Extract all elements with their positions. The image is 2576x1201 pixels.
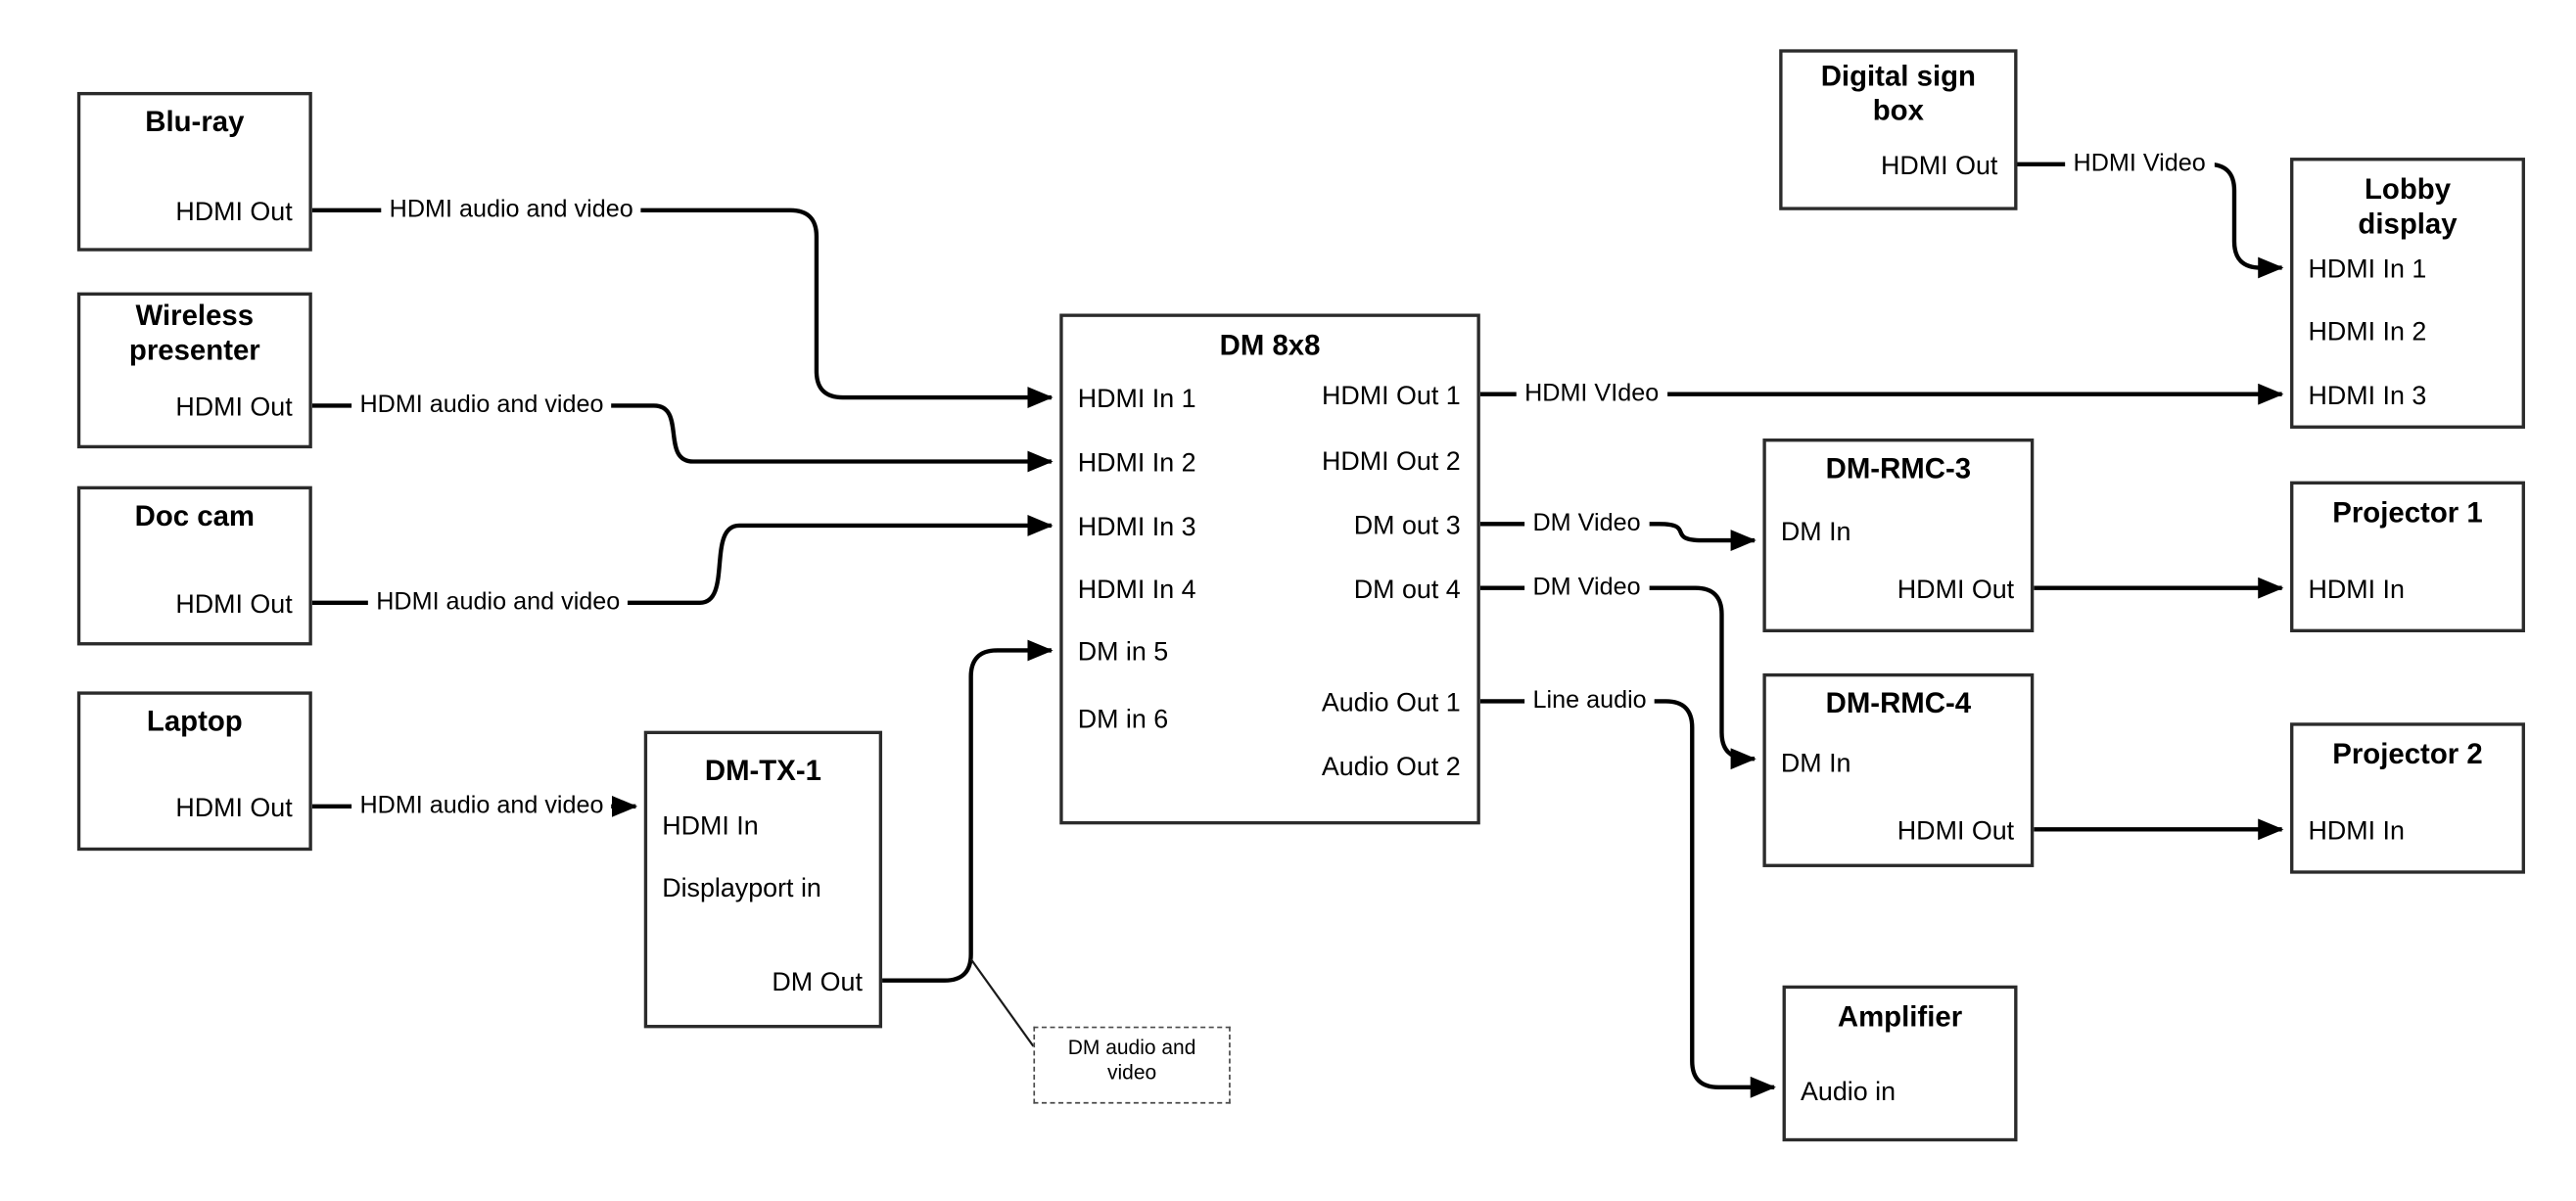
connector-doccam-to-dm8x8-in3 [311,515,1054,605]
connector-dm8x8-out3-to-rmc3 [1479,522,1756,551]
port-hdmi-out: HDMI Out [1897,576,2015,605]
edge-label-hdmi-audio-video-wireless: HDMI audio and video [351,389,612,423]
port-dm-in: DM In [1780,750,1851,779]
edge-label-dm-video-out4: DM Video [1524,571,1649,605]
port-hdmi-out-2: HDMI Out 2 [1321,448,1461,477]
port-hdmi-in-2: HDMI In 2 [1077,449,1196,479]
port-dm-in-5: DM in 5 [1077,638,1169,668]
port-hdmi-out: HDMI Out [175,591,293,620]
node-title: Doc cam [134,499,256,532]
node-title: Wireless presenter [128,299,260,367]
node-title: Lobby display [2358,172,2458,240]
node-dm-8x8: DM 8x8 HDMI In 1 HDMI In 2 HDMI In 3 HDM… [1059,313,1480,825]
port-dm-out: DM Out [772,968,863,997]
edge-label-dm-video-out3: DM Video [1524,507,1649,541]
port-hdmi-in-1: HDMI In 1 [1077,386,1196,414]
port-hdmi-in-3: HDMI In 3 [2308,382,2427,411]
node-title: Blu-ray [145,105,245,138]
port-displayport-in: Displayport in [662,875,821,903]
port-hdmi-out-1: HDMI Out 1 [1321,382,1461,411]
node-title: DM 8x8 [1219,328,1321,362]
node-doc-cam: Doc cam HDMI Out [76,485,312,646]
port-dm-out-4: DM out 4 [1353,576,1461,605]
port-audio-out-2: Audio Out 2 [1321,754,1461,782]
port-dm-in: DM In [1780,519,1851,547]
node-title: Digital sign box [1820,59,1976,127]
port-hdmi-in: HDMI In [2308,576,2405,605]
node-title: Laptop [146,704,243,738]
node-title: DM-TX-1 [704,754,821,787]
edge-label-line-audio: Line audio [1524,684,1656,718]
connector-bluray-to-dm8x8-in1 [311,208,1054,408]
port-hdmi-in-1: HDMI In 1 [2308,255,2427,285]
edge-label-hdmi-audio-video-doccam: HDMI audio and video [367,586,629,620]
node-digital-sign-box: Digital sign box HDMI Out [1779,49,2018,210]
node-title: DM-RMC-4 [1825,686,1972,719]
port-audio-in: Audio in [1801,1079,1897,1107]
node-wireless-presenter: Wireless presenter HDMI Out [76,292,312,449]
node-title: Projector 1 [2332,495,2483,530]
port-hdmi-in: HDMI In [2308,817,2405,847]
port-hdmi-out: HDMI Out [175,795,293,823]
edge-label-hdmi-audio-video-laptop: HDMI audio and video [351,790,612,823]
node-title: DM-RMC-3 [1825,451,1972,485]
node-lobby-display: Lobby display HDMI In 1 HDMI In 2 HDMI I… [2290,158,2525,429]
node-dm-rmc-3: DM-RMC-3 DM In HDMI Out [1762,439,2035,633]
port-hdmi-out: HDMI Out [175,393,293,423]
port-hdmi-in-4: HDMI In 4 [1077,576,1196,605]
node-projector-1: Projector 1 HDMI In [2290,481,2525,633]
edge-label-hdmi-video-out1: HDMI VIdeo [1516,377,1667,411]
connector-dm8x8-out4-to-rmc4 [1479,585,1756,770]
node-projector-2: Projector 2 HDMI In [2290,722,2525,874]
port-audio-out-1: Audio Out 1 [1321,689,1461,718]
node-laptop: Laptop HDMI Out [76,691,312,852]
connector-dmtx1-to-dm8x8-in5 [882,639,1054,983]
node-dm-tx-1: DM-TX-1 HDMI In Displayport in DM Out [643,730,883,1029]
port-hdmi-in-3: HDMI In 3 [1077,514,1196,542]
port-hdmi-out: HDMI Out [1881,153,1998,181]
connector-digitalsign-to-lobby-in1 [2017,162,2284,279]
connector-dm8x8-audio1-to-amplifier [1479,699,1776,1098]
edge-label-hdmi-audio-video-bluray: HDMI audio and video [381,193,642,227]
edge-label-hdmi-video-digitalsign: HDMI Video [2065,148,2215,181]
port-dm-out-3: DM out 3 [1353,512,1461,541]
note-leader-line [969,958,1035,1047]
port-hdmi-out: HDMI Out [1897,817,2015,847]
node-title: Projector 2 [2332,737,2483,770]
port-hdmi-out: HDMI Out [175,199,293,227]
connector-wireless-to-dm8x8-in2 [311,403,1054,473]
node-bluray: Blu-ray HDMI Out [76,91,312,252]
node-dm-rmc-4: DM-RMC-4 DM In HDMI Out [1762,672,2035,867]
note-dm-audio-and-video: DM audio and video [1033,1026,1231,1104]
port-hdmi-in: HDMI In [662,812,759,842]
node-title: Amplifier [1837,999,1963,1034]
node-amplifier: Amplifier Audio in [1782,985,2018,1142]
port-dm-in-6: DM in 6 [1077,706,1169,735]
port-hdmi-in-2: HDMI In 2 [2308,318,2427,347]
